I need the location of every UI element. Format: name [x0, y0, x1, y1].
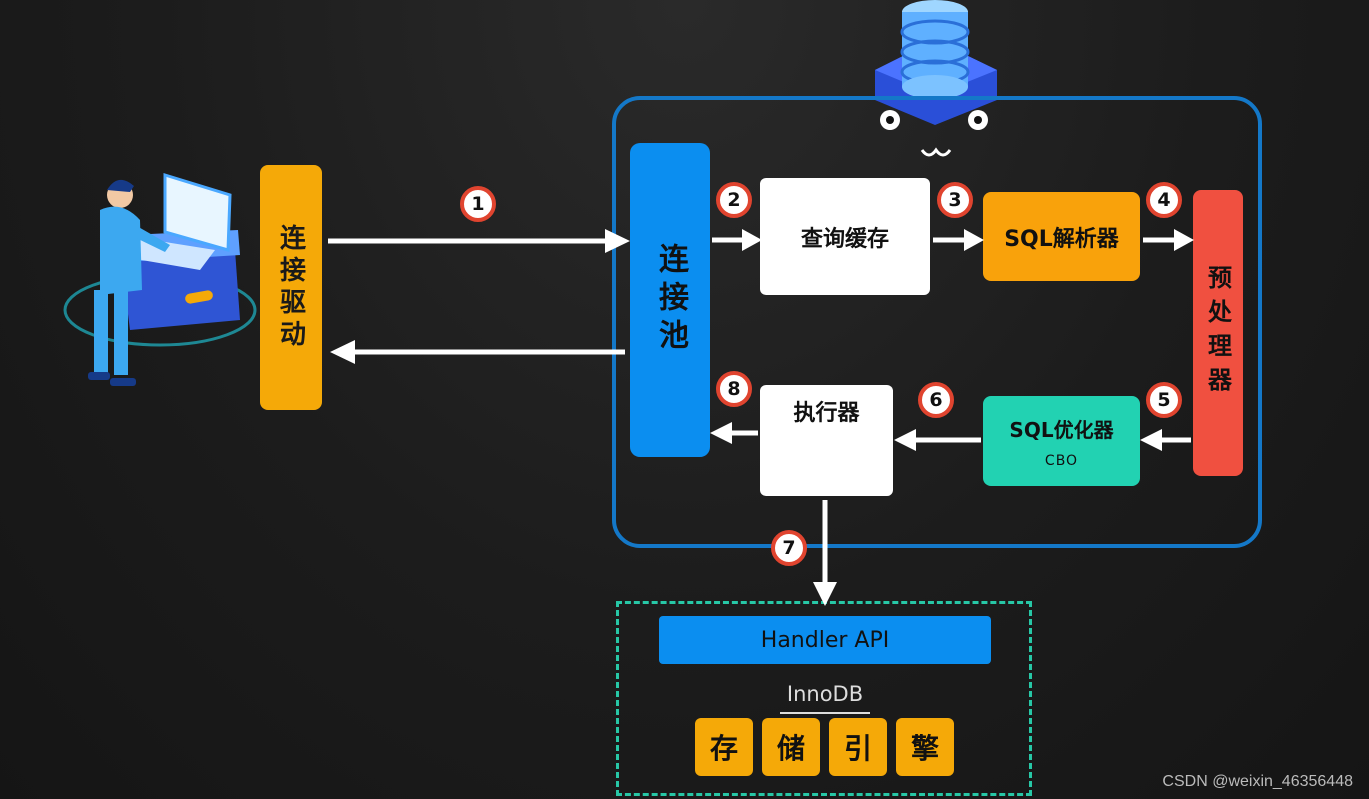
innodb-label: InnoDB — [780, 682, 870, 714]
mysql-server-boundary — [612, 96, 1262, 548]
connection-driver: 连接驱动 — [260, 165, 322, 410]
step-badge-6: 6 — [918, 382, 954, 418]
arrowhead-driver-to-pool — [605, 229, 630, 253]
step-badge-7: 7 — [771, 530, 807, 566]
step-badge-3: 3 — [937, 182, 973, 218]
step-badge-5: 5 — [1146, 382, 1182, 418]
engine-key-3: 引 — [829, 718, 887, 776]
step-badge-1: 1 — [460, 186, 496, 222]
engine-key-1: 存 — [695, 718, 753, 776]
sql-optimizer-label: SQL优化器 — [1009, 417, 1114, 442]
engine-key-4: 擎 — [896, 718, 954, 776]
sql-optimizer: SQL优化器 CBO — [983, 396, 1140, 486]
connection-pool-label: 连接池 — [653, 243, 688, 357]
arrowhead-pool-to-driver — [330, 340, 355, 364]
step-badge-8: 8 — [716, 371, 752, 407]
preprocessor-label: 预处理器 — [1203, 265, 1232, 401]
preprocessor: 预处理器 — [1193, 190, 1243, 476]
step-badge-2: 2 — [716, 182, 752, 218]
engine-key-2: 储 — [762, 718, 820, 776]
step-badge-4: 4 — [1146, 182, 1182, 218]
connection-pool: 连接池 — [630, 143, 710, 457]
connection-driver-label: 连接驱动 — [275, 223, 306, 352]
query-cache: 查询缓存 — [760, 178, 930, 295]
sql-optimizer-subtitle: CBO — [1044, 452, 1079, 469]
executor: 执行器 — [760, 385, 893, 496]
handler-api: Handler API — [659, 616, 991, 664]
sql-parser: SQL解析器 — [983, 192, 1140, 281]
watermark: CSDN @weixin_46356448 — [1162, 773, 1353, 790]
